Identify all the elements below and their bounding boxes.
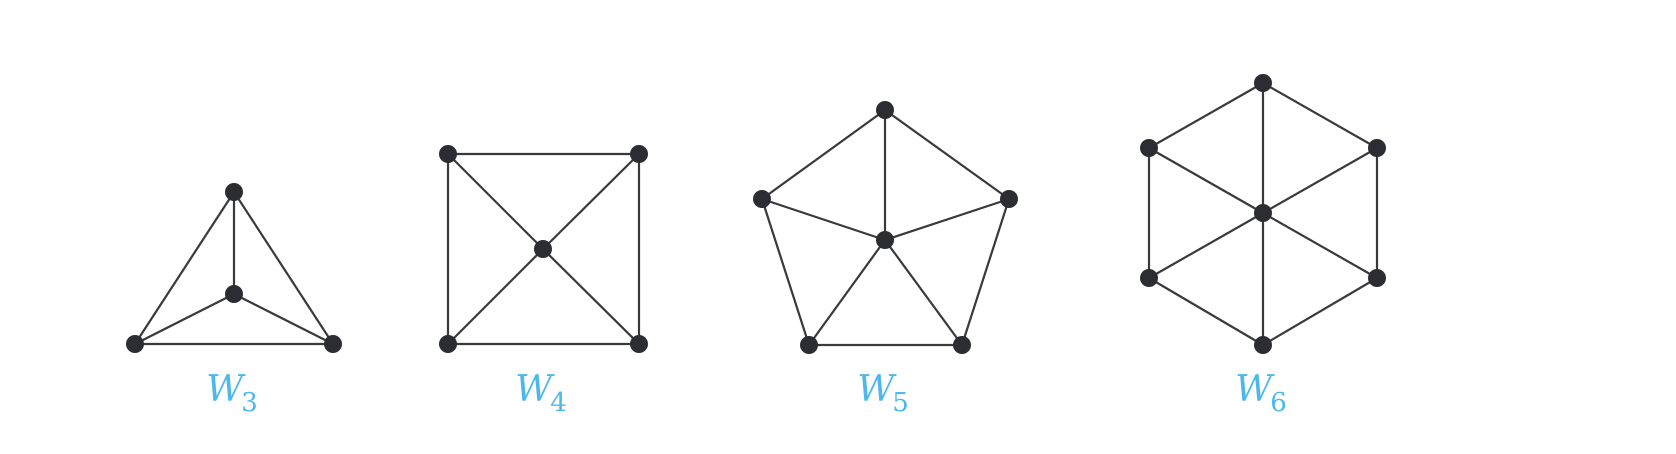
graph-edge: [883, 197, 1011, 242]
graph-edge: [1147, 276, 1265, 347]
hub-vertex: [534, 240, 552, 258]
rim-vertex: [1254, 336, 1272, 354]
graph-edge: [232, 190, 335, 346]
graph-edge: [133, 292, 236, 346]
rim-vertex: [126, 335, 144, 353]
graph-edge: [446, 247, 545, 346]
label-main: W: [206, 369, 244, 410]
rim-vertex: [1254, 74, 1272, 92]
graph-edge: [1147, 146, 1265, 215]
graph-edge: [883, 238, 964, 347]
label-main: W: [515, 369, 553, 410]
wheel-graph-w4: [439, 145, 648, 353]
label-main: W: [1235, 369, 1273, 410]
wheel-graph-w3: [126, 183, 342, 353]
rim-vertex: [1140, 269, 1158, 287]
graph-edge: [807, 238, 887, 347]
rim-vertex: [630, 335, 648, 353]
graph-edge: [960, 197, 1011, 347]
graph-edge: [232, 292, 335, 346]
rim-vertex: [324, 335, 342, 353]
graph-edge: [1261, 276, 1379, 347]
graph-edge: [133, 190, 236, 346]
graph-label-w3: W3: [206, 369, 258, 417]
graph-edge: [760, 197, 887, 242]
rim-vertex: [1140, 139, 1158, 157]
graph-label-w5: W5: [857, 369, 909, 417]
wheel-graph-w6: [1140, 74, 1386, 354]
rim-vertex: [439, 335, 457, 353]
graph-edge: [541, 247, 641, 346]
label-subscript: 6: [1270, 388, 1287, 418]
rim-vertex: [953, 336, 971, 354]
label-subscript: 4: [550, 388, 567, 418]
graph-edge: [1147, 211, 1265, 280]
label-main: W: [857, 369, 895, 410]
hub-vertex: [1254, 204, 1272, 222]
hub-vertex: [225, 285, 243, 303]
rim-vertex: [225, 183, 243, 201]
rim-vertex: [1368, 139, 1386, 157]
label-subscript: 3: [241, 388, 258, 418]
graph-edge: [760, 108, 887, 201]
graph-edge: [1261, 211, 1379, 280]
rim-vertex: [753, 190, 771, 208]
graph-label-w4: W4: [515, 369, 567, 417]
rim-vertex: [1000, 190, 1018, 208]
graph-edge: [1147, 81, 1265, 150]
rim-vertex: [876, 101, 894, 119]
graph-edge: [446, 152, 545, 251]
wheel-graph-w5: [753, 101, 1018, 354]
graph-label-w6: W6: [1235, 369, 1287, 417]
graph-edge: [1261, 81, 1379, 150]
rim-vertex: [1368, 269, 1386, 287]
graph-edge: [1261, 146, 1379, 215]
rim-vertex: [439, 145, 457, 163]
graph-edge: [883, 108, 1011, 201]
graph-edge: [541, 152, 641, 251]
label-subscript: 5: [892, 388, 909, 418]
rim-vertex: [800, 336, 818, 354]
rim-vertex: [630, 145, 648, 163]
graph-edge: [760, 197, 811, 347]
hub-vertex: [876, 231, 894, 249]
